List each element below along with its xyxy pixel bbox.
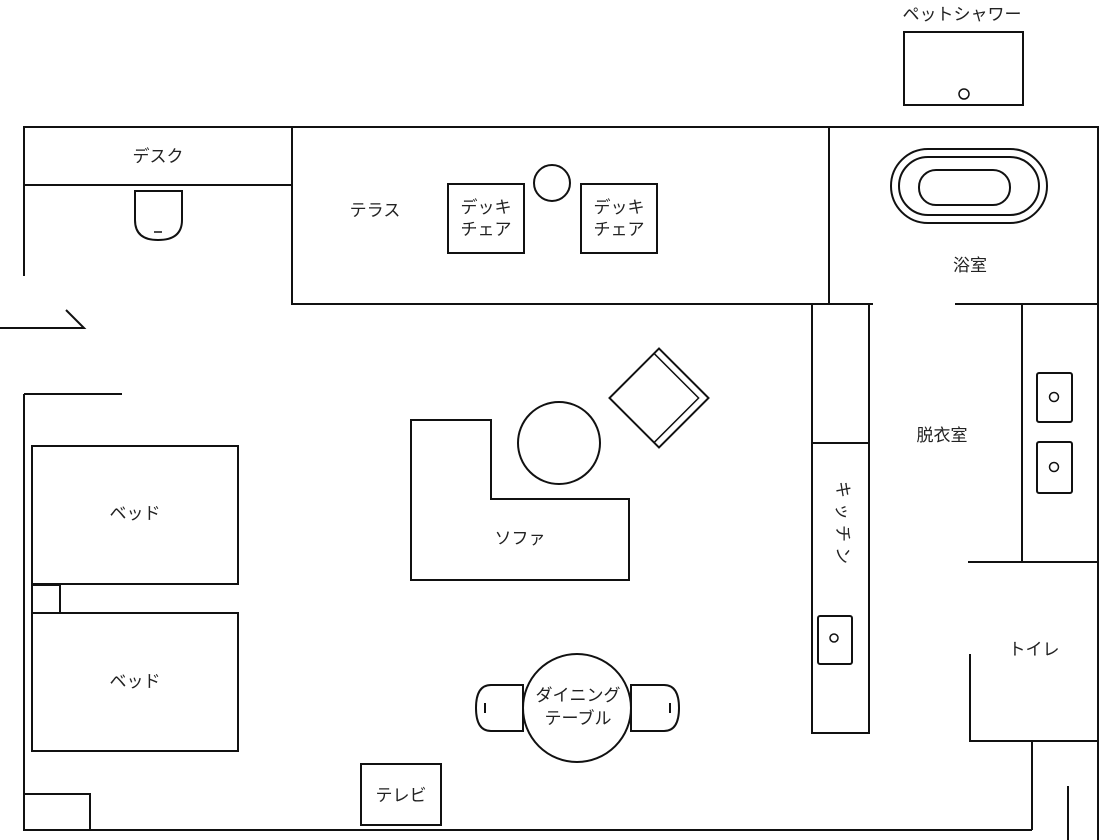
coffee-table bbox=[517, 401, 601, 485]
toilet-room: トイレ bbox=[969, 640, 1098, 840]
dining-chair-left bbox=[474, 684, 524, 732]
desk-label: デスク bbox=[133, 146, 184, 167]
dining-area: ダイニング テーブル bbox=[474, 653, 681, 763]
bathtub-basin-icon bbox=[918, 169, 1011, 206]
terrace-label: テラス bbox=[350, 201, 401, 221]
living-area: ソファ bbox=[410, 347, 710, 581]
tv-label: テレビ bbox=[376, 786, 427, 806]
desk-toilet-icon bbox=[134, 190, 183, 242]
nightstand bbox=[31, 584, 61, 614]
terrace: テラス デッキ チェア デッキ チェア bbox=[291, 127, 830, 305]
pet-shower-drain-icon bbox=[958, 88, 970, 100]
deck-chair-left bbox=[447, 183, 525, 254]
deck-chair-right-label-1: デッキ bbox=[594, 197, 645, 218]
exterior-walls bbox=[0, 126, 1099, 840]
bathroom: 浴室 bbox=[829, 148, 1098, 305]
toilet-room-walls bbox=[969, 654, 1098, 742]
dining-table-label-1: ダイニング bbox=[536, 686, 621, 706]
wall-bottom-left bbox=[23, 394, 1032, 831]
deck-chair-right-label-2: チェア bbox=[594, 220, 645, 240]
kitchen-counter bbox=[811, 303, 870, 734]
wall-top bbox=[23, 126, 1099, 840]
dining-table-label-2: テーブル bbox=[545, 708, 612, 729]
bathroom-label: 浴室 bbox=[953, 256, 987, 276]
bed-lower bbox=[31, 612, 239, 752]
wash-basin-2 bbox=[1036, 441, 1073, 494]
kitchen-label: キッチン bbox=[832, 481, 852, 569]
kitchen-sink bbox=[817, 615, 853, 665]
tv bbox=[360, 763, 442, 826]
dressing-room-label: 脱衣室 bbox=[917, 426, 968, 446]
deck-chair-right bbox=[580, 183, 658, 254]
terrace-side-table bbox=[533, 164, 571, 202]
toilet-label: トイレ bbox=[1009, 640, 1060, 660]
wash-basin-2-drain-icon bbox=[1048, 461, 1060, 473]
beds: ベッド ベッド bbox=[24, 445, 239, 830]
bed-lower-label: ベッド bbox=[110, 672, 161, 692]
pet-shower-basin bbox=[903, 31, 1024, 106]
dining-table bbox=[522, 653, 632, 763]
bed-upper bbox=[31, 445, 239, 585]
pet-shower-label: ペットシャワー bbox=[903, 5, 1022, 25]
wash-basin-1-drain-icon bbox=[1048, 391, 1060, 403]
armchair-back bbox=[653, 352, 700, 444]
bed-upper-label: ベッド bbox=[110, 504, 161, 524]
svg-text:キッチン: キッチン bbox=[832, 481, 852, 569]
wash-basin-1 bbox=[1036, 372, 1073, 423]
sofa-label: ソファ bbox=[495, 529, 546, 549]
desk-area: デスク bbox=[24, 146, 292, 242]
terrace-boundary bbox=[291, 127, 830, 305]
tv-stand: テレビ bbox=[360, 763, 442, 826]
deck-chair-left-label-2: チェア bbox=[461, 220, 512, 240]
dining-chair-right bbox=[630, 684, 681, 732]
kitchen-sink-drain-icon bbox=[829, 633, 839, 643]
deck-chair-left-label-1: デッキ bbox=[461, 197, 512, 218]
dressing-room: 脱衣室 bbox=[917, 304, 1098, 563]
corner-cabinet bbox=[24, 793, 91, 830]
pet-shower: ペットシャワー bbox=[903, 5, 1024, 106]
kitchen: キッチン bbox=[811, 303, 870, 734]
armchair-frame bbox=[608, 347, 710, 449]
entrance-door bbox=[0, 309, 87, 329]
sofa bbox=[410, 419, 630, 581]
armchair bbox=[608, 347, 710, 449]
